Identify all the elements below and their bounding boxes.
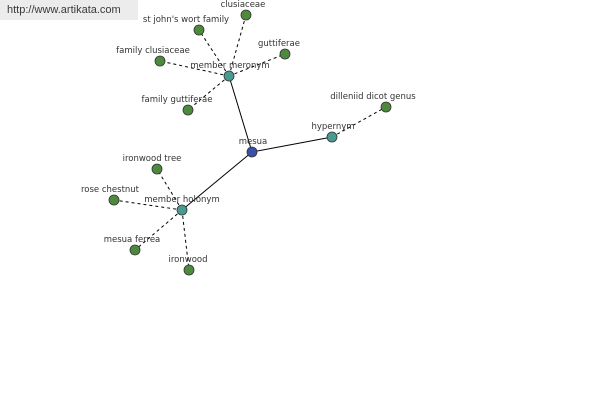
label-st-johns-wort-family: st john's wort family [143, 15, 229, 25]
label-dilleniid-dicot-genus: dilleniid dicot genus [330, 92, 416, 102]
node-ironwood-tree[interactable] [151, 163, 163, 175]
node-member-meronym[interactable] [223, 70, 235, 82]
edge-holonym-mesuaferrea [134, 209, 183, 251]
node-rose-chestnut[interactable] [108, 194, 120, 206]
label-family-guttiferae: family guttiferae [142, 95, 213, 105]
label-ironwood-tree: ironwood tree [123, 154, 182, 164]
edge-meronym-familyguttiferae [187, 75, 230, 111]
label-member-holonym: member holonym [144, 195, 219, 205]
node-hypernym[interactable] [326, 131, 338, 143]
edge-holonym-ironwoodtree [156, 168, 183, 211]
watermark-url: http://www.artikata.com [0, 0, 138, 20]
node-clusiaceae[interactable] [240, 9, 252, 21]
node-center[interactable] [246, 146, 258, 158]
label-rose-chestnut: rose chestnut [81, 185, 140, 195]
edge-meronym-guttiferae [228, 53, 286, 77]
label-ironwood: ironwood [168, 255, 207, 265]
label-clusiaceae: clusiaceae [221, 0, 266, 10]
label-center: mesua [239, 137, 268, 147]
edge-hypernym-dilleniid [331, 106, 387, 138]
label-hypernym: hypernym [311, 122, 354, 132]
label-family-clusiaceae: family clusiaceae [116, 46, 190, 56]
edge-center-holonym [181, 151, 253, 211]
edge-center-meronym [228, 75, 253, 153]
edge-holonym-ironwood [181, 209, 190, 271]
node-mesua-ferrea[interactable] [129, 244, 141, 256]
node-ironwood[interactable] [183, 264, 195, 276]
edge-meronym-clusiaceae [228, 14, 247, 77]
node-dilleniid-dicot-genus[interactable] [380, 101, 392, 113]
label-guttiferae: guttiferae [258, 39, 300, 49]
label-member-meronym: member meronym [190, 61, 269, 71]
node-st-johns-wort-family[interactable] [193, 24, 205, 36]
edge-center-hypernym [251, 136, 333, 153]
node-member-holonym[interactable] [176, 204, 188, 216]
label-mesua-ferrea: mesua ferrea [104, 235, 161, 245]
node-guttiferae[interactable] [279, 48, 291, 60]
node-family-guttiferae[interactable] [182, 104, 194, 116]
node-family-clusiaceae[interactable] [154, 55, 166, 67]
